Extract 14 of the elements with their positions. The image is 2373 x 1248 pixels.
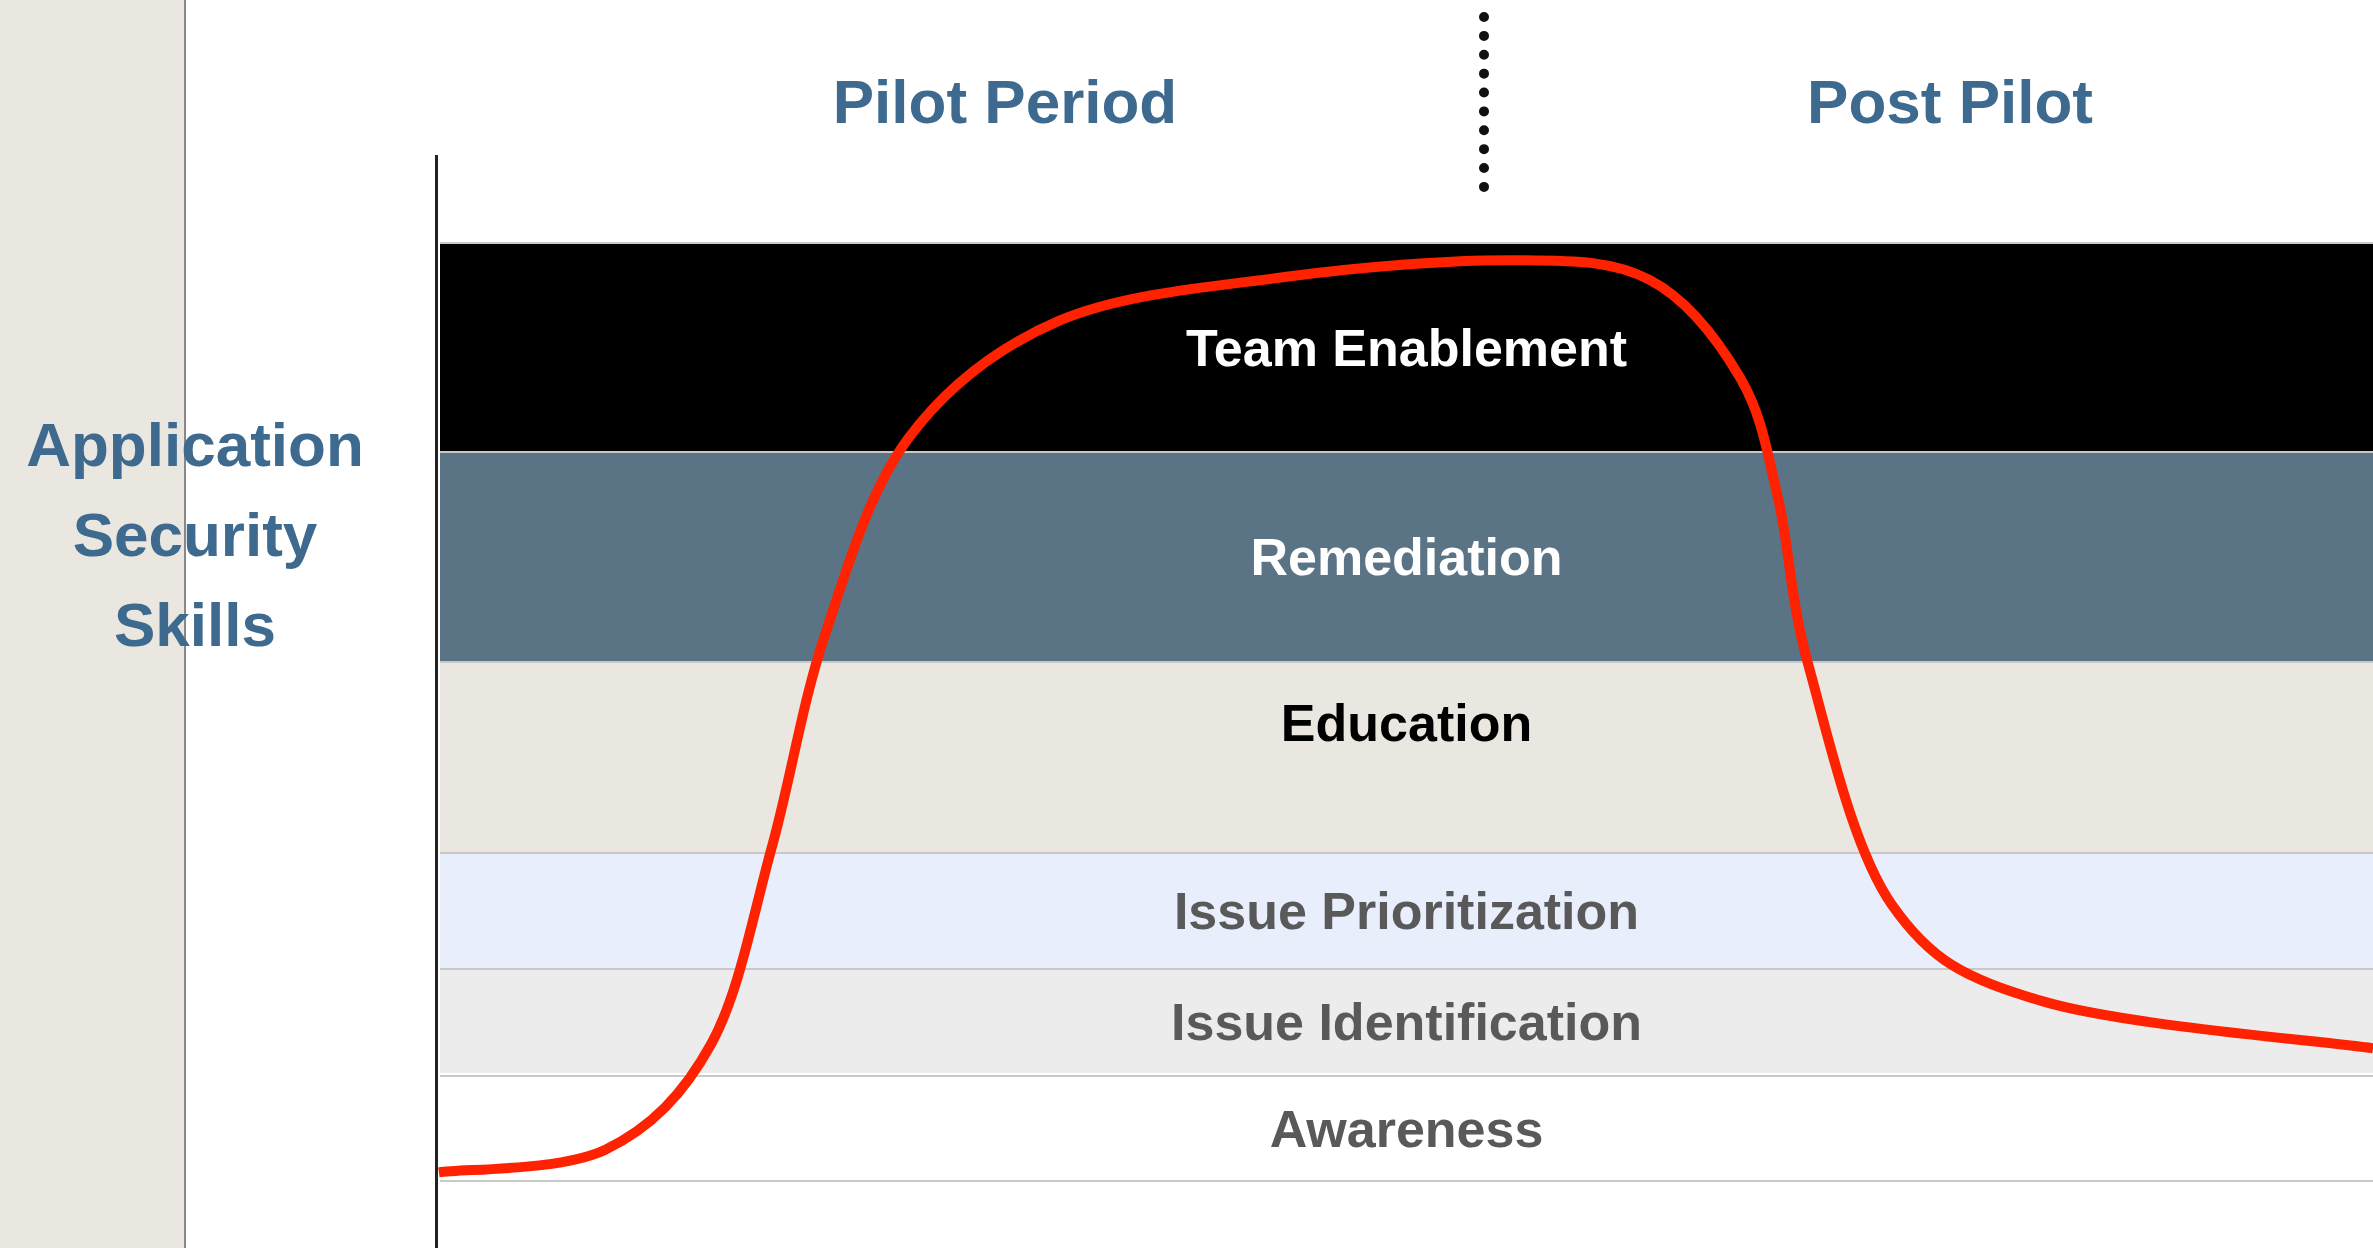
band <box>440 451 2373 661</box>
band-label: Remediation <box>1250 527 1563 587</box>
band-label: Team Enablement <box>1185 317 1628 378</box>
band <box>440 968 2373 1073</box>
band <box>440 1075 2373 1182</box>
band <box>440 852 2373 968</box>
band-label: Issue Prioritization <box>1173 881 1640 941</box>
band-label: Issue Identification <box>1171 991 1642 1052</box>
heading: Pilot Period <box>831 66 1179 137</box>
heading: Post Pilot <box>1806 66 2094 137</box>
band-label: Awareness <box>1269 1098 1544 1159</box>
band <box>440 242 2373 451</box>
band <box>440 661 2373 852</box>
band-label: Education <box>1280 693 1533 753</box>
